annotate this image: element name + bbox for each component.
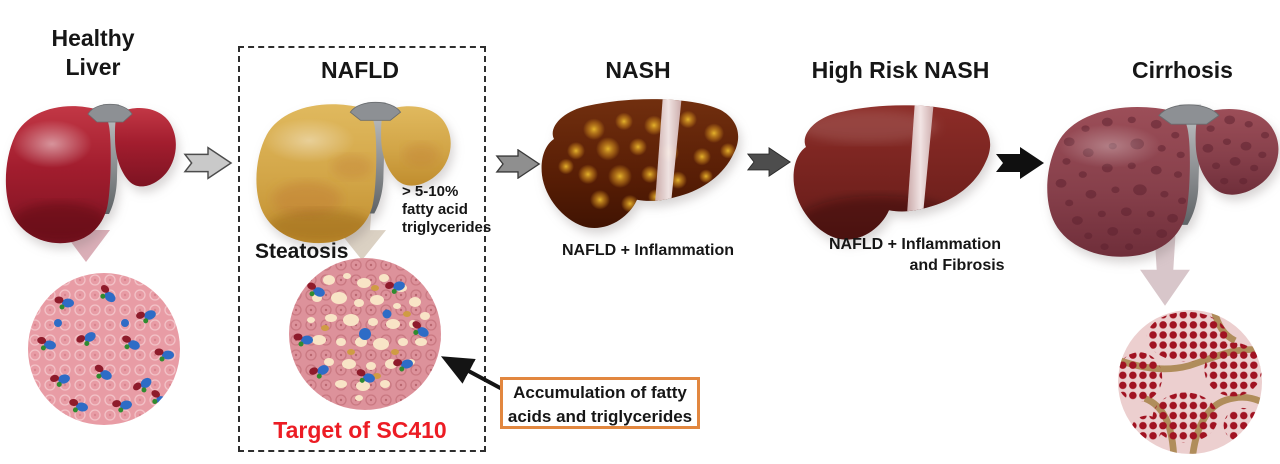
healthy-liver-title: Healthy Liver [28, 24, 158, 82]
cirrhosis-title: Cirrhosis [1132, 57, 1233, 83]
annotation-arrow-icon [440, 356, 505, 392]
healthy-liver-title-line2: Liver [65, 54, 121, 80]
healthy-histology-circle [28, 273, 180, 425]
progression-arrow-3-icon [747, 147, 791, 177]
progression-arrow-4-icon [996, 147, 1044, 179]
nash-caption: NAFLD + Inflammation [561, 242, 734, 259]
annotation-text-line2: acids and triglycerides [507, 407, 693, 426]
high-risk-nash-caption: NAFLD + Inflammation and Fibrosis [815, 234, 1015, 276]
high-risk-nash-liver-illustration [793, 105, 991, 240]
steatosis-label: Steatosis [255, 240, 349, 263]
nash-liver-illustration [541, 99, 739, 228]
fatty-acid-note: > 5-10% fatty acid triglycerides [402, 183, 492, 237]
annotation-box: Accumulation of fatty acids and triglyce… [500, 377, 700, 429]
high-risk-nash-caption-line2: and Fibrosis [909, 257, 1005, 274]
fatty-acid-note-line1: > 5-10% [402, 183, 459, 200]
fatty-acid-note-line3: triglycerides [402, 219, 492, 236]
target-of-sc410-label: Target of SC410 [273, 417, 447, 443]
high-risk-nash-title: High Risk NASH [811, 57, 990, 83]
annotation-text-line1: Accumulation of fatty [513, 383, 687, 402]
high-risk-nash-caption-line1: NAFLD + Inflammation [828, 236, 1001, 253]
nafld-title: NAFLD [321, 57, 399, 83]
progression-arrow-2-icon [496, 149, 540, 179]
nafld-liver-illustration [256, 101, 451, 244]
fatty-acid-note-line2: fatty acid [402, 201, 468, 218]
cirrhosis-liver-illustration [1047, 104, 1279, 257]
nafld-histology-circle [289, 258, 441, 410]
nafld-focus-box [238, 46, 486, 452]
cirrhosis-histology-circle [1118, 310, 1262, 454]
healthy-liver-title-line1: Healthy [51, 25, 135, 51]
nash-title: NASH [605, 57, 671, 83]
healthy-liver-illustration [5, 103, 176, 244]
progression-arrow-1-icon [184, 146, 232, 180]
